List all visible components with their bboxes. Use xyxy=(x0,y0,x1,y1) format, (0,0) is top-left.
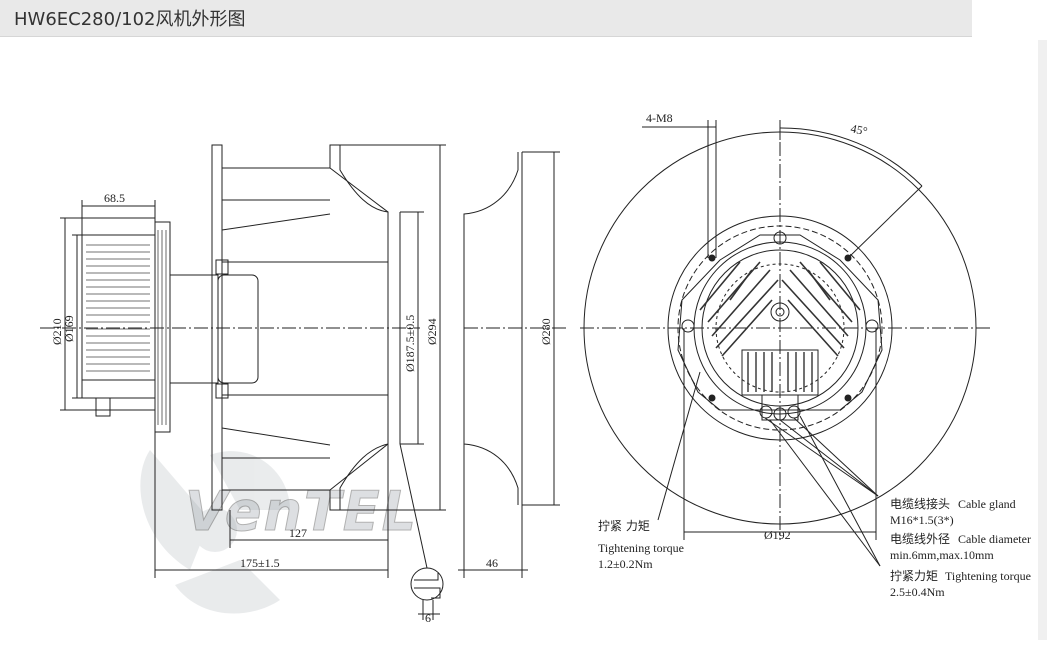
torque-cn: 拧紧力矩 xyxy=(890,569,938,583)
dim-169: Ø169 xyxy=(62,315,76,342)
connector-fins xyxy=(747,352,813,392)
watermark-logo xyxy=(140,450,290,614)
dim-280: Ø280 xyxy=(539,318,553,345)
detail-view xyxy=(399,443,444,620)
front-grille xyxy=(699,261,861,357)
dim-175: 175±1.5 xyxy=(240,556,280,570)
cable-diameter-en: Cable diameter xyxy=(958,532,1031,546)
torque-en: Tightening torque xyxy=(945,569,1031,583)
tightening-value: 1.2±0.2Nm xyxy=(598,557,653,571)
dim-68-5: 68.5 xyxy=(104,191,125,205)
dim-294: Ø294 xyxy=(425,318,439,345)
page-title: HW6EC280/102风机外形图 xyxy=(14,9,246,30)
dim-thread: 4-M8 xyxy=(646,111,673,125)
dim-46: 46 xyxy=(486,556,498,570)
tightening-label-cn: 拧紧 力矩 xyxy=(598,519,650,533)
dim-127: 127 xyxy=(289,526,307,540)
dim-6: 6 xyxy=(425,611,431,625)
dim-192: Ø192 xyxy=(764,528,791,542)
edge-strip xyxy=(1038,40,1047,640)
tightening-label-en: Tightening torque xyxy=(598,541,684,555)
cable-diameter-cn: 电缆线外径 xyxy=(890,532,950,546)
torque-value: 2.5±0.4Nm xyxy=(890,585,945,599)
cable-diameter-value: min.6mm,max.10mm xyxy=(890,548,994,562)
front-view xyxy=(580,120,990,540)
impeller-side-view xyxy=(40,144,420,511)
motor-side-view xyxy=(60,200,259,433)
title-bar: HW6EC280/102风机外形图 xyxy=(0,0,972,37)
cable-gland-en: Cable gland xyxy=(958,497,1016,511)
cable-gland-value: M16*1.5(3*) xyxy=(890,513,954,527)
inlet-ring-view xyxy=(458,151,568,578)
cable-gland-cn: 电缆线接头 xyxy=(890,496,950,511)
dim-187-5: Ø187.5±0.5 xyxy=(403,315,417,372)
dim-210: Ø210 xyxy=(50,318,64,345)
dim-angle: 45° xyxy=(849,121,869,138)
